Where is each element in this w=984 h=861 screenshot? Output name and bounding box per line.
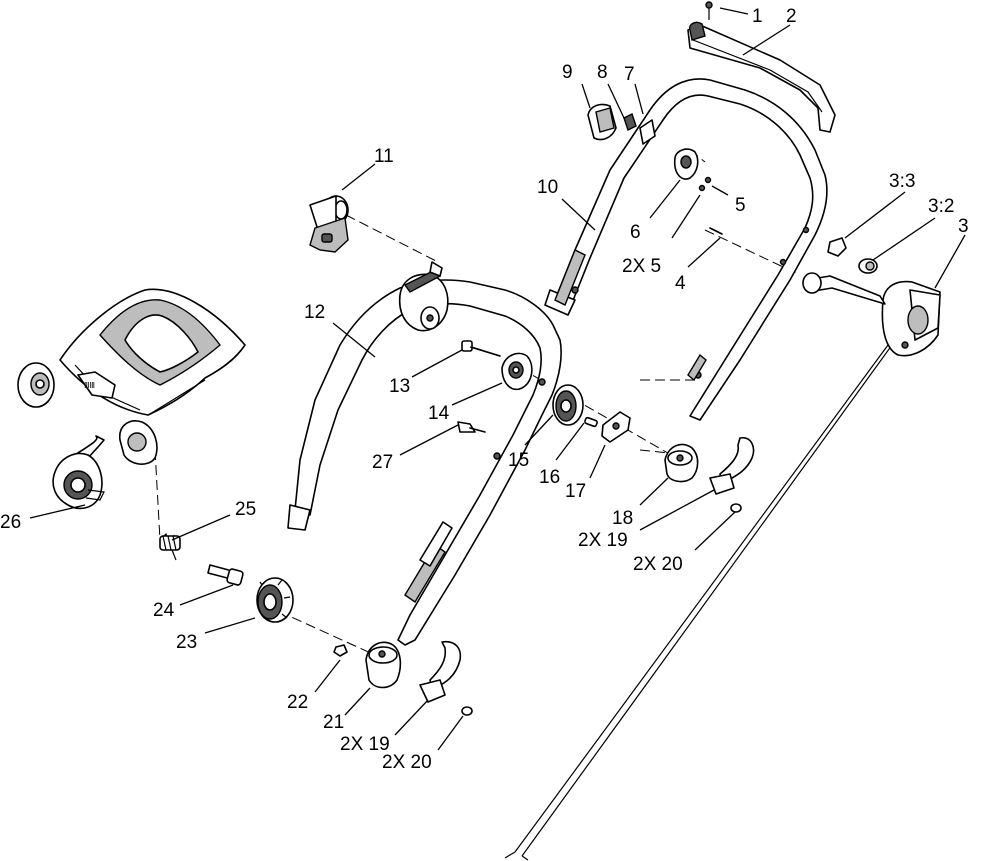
control-cable [504, 344, 893, 861]
bolt-13 [461, 340, 501, 357]
pivot-bolt-27 [457, 421, 486, 433]
callout-16: 16 [539, 467, 560, 488]
callout-11: 11 [374, 146, 394, 167]
callout-2x20-upper: 2X 20 [633, 554, 683, 575]
cable-clip-3-3 [827, 237, 847, 257]
callout-3: 3 [958, 216, 969, 237]
bail-handle-2 [687, 21, 836, 133]
callout-14: 14 [428, 403, 450, 424]
callout-13: 13 [389, 376, 410, 397]
washer-20-upper [730, 503, 742, 513]
callout-15: 15 [508, 450, 529, 471]
callout-2x19-lower: 2X 19 [340, 734, 390, 755]
spacer-16 [584, 416, 598, 428]
callout-2: 2 [786, 6, 797, 27]
callout-21: 21 [323, 712, 344, 733]
knob-21 [365, 641, 402, 689]
screw-5 [698, 176, 712, 192]
callout-3-2: 3:2 [928, 196, 954, 217]
adjuster-ratchet-15 [552, 384, 584, 426]
lever-19-lower [419, 640, 462, 703]
spring-8 [623, 113, 637, 131]
callout-3-3: 3:3 [889, 171, 915, 192]
callout-24: 24 [153, 600, 175, 621]
handle-mount [398, 261, 449, 332]
mower-deck: ⅢⅢ [17, 288, 246, 465]
spring-25 [159, 532, 181, 561]
height-adjuster-26 [52, 435, 105, 510]
callout-2x5: 2X 5 [622, 256, 661, 277]
callout-1: 1 [752, 6, 763, 27]
callout-6: 6 [630, 222, 641, 243]
screw-1 [705, 1, 713, 20]
upper-handle-10 [544, 78, 828, 421]
callout-7: 7 [624, 64, 635, 85]
washer-20-lower [461, 706, 473, 716]
callout-25: 25 [235, 499, 256, 520]
callout-18: 18 [612, 508, 633, 529]
callout-4: 4 [675, 273, 686, 294]
latch-9 [587, 103, 617, 141]
lever-19-upper [709, 437, 755, 495]
svg-text:ⅢⅢ: ⅢⅢ [84, 381, 95, 390]
pin-4 [709, 227, 723, 235]
axle-24 [207, 564, 244, 586]
callout-9: 9 [562, 62, 573, 83]
nut-22 [333, 644, 348, 657]
callout-12: 12 [304, 302, 325, 323]
adjuster-ratchet-23 [256, 577, 294, 623]
callout-5: 5 [735, 195, 746, 216]
callout-17: 17 [565, 481, 586, 502]
handle-knob-14 [501, 352, 533, 391]
cable-mount-11 [309, 195, 349, 253]
callout-10: 10 [537, 177, 558, 198]
callout-23: 23 [176, 632, 197, 653]
control-box-3 [802, 272, 941, 357]
callout-2x19-upper: 2X 19 [578, 530, 628, 551]
callout-26: 26 [0, 512, 21, 533]
callout-8: 8 [597, 62, 608, 83]
callout-27: 27 [372, 452, 393, 473]
leader-lines [29, 7, 966, 751]
callout-2x20-lower: 2X 20 [382, 752, 432, 773]
callout-22: 22 [287, 692, 308, 713]
cable-boot-3-2 [858, 258, 878, 274]
knob-18 [664, 443, 699, 483]
callouts: 1 2 9 8 7 10 5 6 2X 5 4 3:3 3:2 3 11 12 … [0, 6, 969, 773]
spacer-6 [673, 148, 699, 180]
bracket-17 [601, 411, 631, 443]
stud-7 [639, 119, 656, 145]
